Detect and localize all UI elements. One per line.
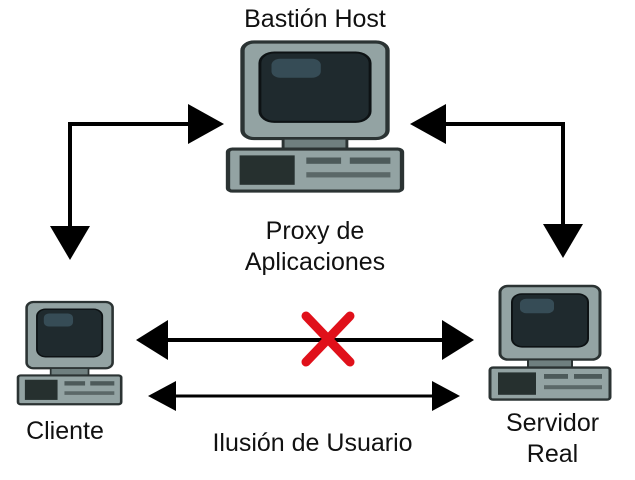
arrowhead-proxy-right <box>410 104 446 144</box>
client-label: Cliente <box>26 417 104 445</box>
arrow-proxy-server <box>440 122 565 232</box>
arrowhead-client <box>50 226 90 260</box>
illusion-label: Ilusión de Usuario <box>212 429 413 457</box>
arrowhead-proxy-left <box>188 104 224 144</box>
direct-arrowhead-left <box>136 320 168 360</box>
illusion-arrowhead-right <box>432 381 460 411</box>
red-cross-icon <box>301 311 355 367</box>
proxy-label: Proxy de Aplicaciones <box>170 216 460 278</box>
bastion-host-title: Bastión Host <box>244 5 386 33</box>
arrowhead-server <box>543 224 583 258</box>
server-label-line2: Real <box>526 440 579 468</box>
proxy-computer-icon <box>228 42 402 191</box>
server-computer-icon <box>488 284 612 402</box>
server-label: Servidor Real <box>470 408 635 470</box>
server-label-line1: Servidor <box>505 409 600 437</box>
proxy-label-line1: Proxy de <box>265 217 365 245</box>
direct-arrowhead-right <box>442 320 474 360</box>
client-computer-icon <box>16 300 123 406</box>
illusion-arrowhead-left <box>148 381 176 411</box>
proxy-label-line2: Aplicaciones <box>244 248 386 276</box>
arrow-client-proxy <box>68 122 196 240</box>
